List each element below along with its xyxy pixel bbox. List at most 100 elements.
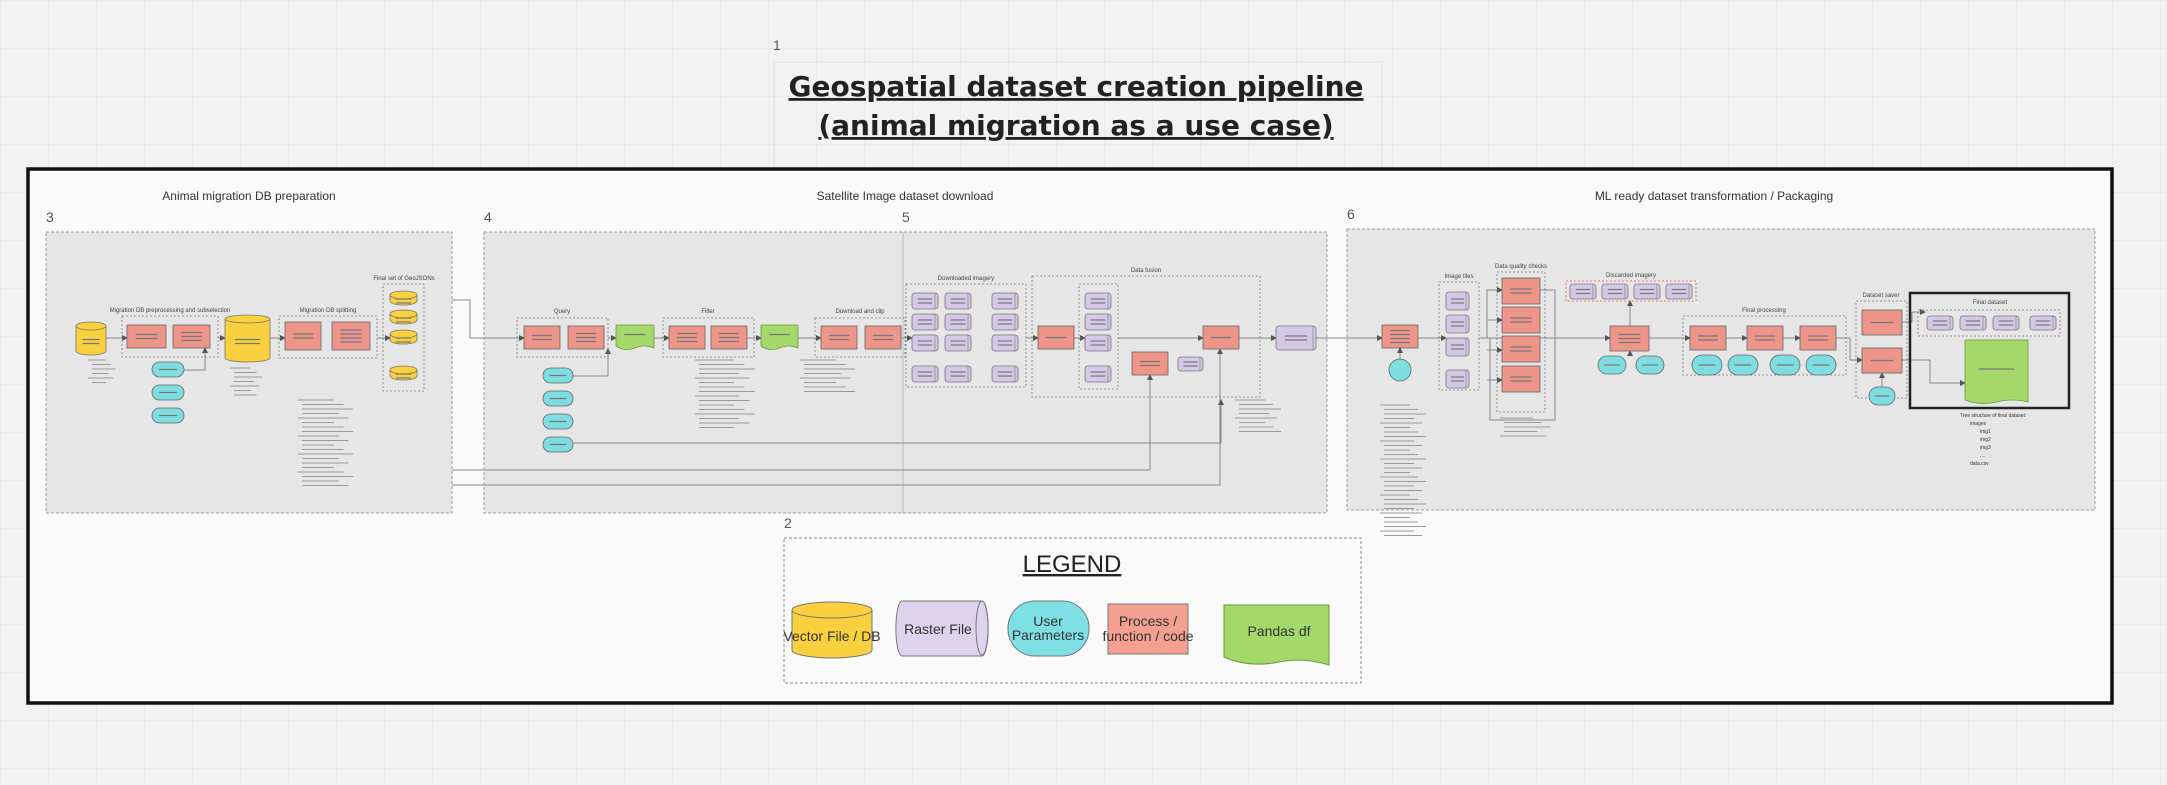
title-frame[interactable]: 1 Geospatial dataset creation pipeline (… bbox=[773, 37, 1383, 170]
process-node bbox=[1799, 325, 1837, 351]
connector bbox=[184, 347, 208, 371]
connector bbox=[452, 348, 1223, 486]
raster-file-node bbox=[1445, 369, 1470, 389]
raster-file-node bbox=[1959, 315, 1987, 331]
tree-item: data.csv bbox=[1970, 461, 1989, 467]
raster-file-node bbox=[1445, 314, 1470, 334]
vector-file-top bbox=[389, 365, 418, 375]
connector bbox=[1902, 359, 1966, 386]
process-node bbox=[523, 325, 561, 350]
group-label: Discarded imagery bbox=[1606, 273, 1656, 279]
group-label: Downloaded imagery bbox=[938, 276, 994, 282]
raster-file-node bbox=[1569, 283, 1597, 300]
section-3-title: Animal migration DB preparation bbox=[162, 189, 335, 203]
process-node bbox=[1501, 277, 1541, 305]
vector-file-top bbox=[224, 314, 271, 324]
group-frame bbox=[382, 283, 425, 392]
process-node bbox=[1746, 325, 1784, 351]
group-frame bbox=[905, 283, 1027, 388]
tree-item: .... bbox=[1980, 453, 1986, 459]
process-node bbox=[331, 321, 371, 351]
process-node bbox=[1381, 324, 1419, 349]
legend-label: function / code bbox=[1102, 628, 1193, 644]
group-frame bbox=[516, 317, 609, 358]
process-node bbox=[864, 325, 902, 350]
raster-file-node bbox=[1445, 337, 1470, 357]
process-node bbox=[1609, 325, 1650, 352]
vector-file-top bbox=[389, 290, 418, 300]
section-4-number: 4 bbox=[484, 209, 492, 225]
group-frame bbox=[1031, 275, 1261, 398]
process-node bbox=[820, 325, 858, 350]
section-6-title: ML ready dataset transformation / Packag… bbox=[1595, 189, 1833, 203]
section-4-title: Satellite Image dataset download bbox=[817, 189, 994, 203]
group-label: Final dataset bbox=[1973, 300, 2008, 306]
group-label: Migration DB splitting bbox=[300, 308, 357, 314]
connector bbox=[573, 348, 611, 377]
section-4-frame[interactable] bbox=[483, 231, 1328, 514]
legend-process: Process / function / code bbox=[1102, 603, 1194, 655]
vector-file-node bbox=[75, 326, 107, 356]
raster-file-node bbox=[944, 334, 972, 352]
raster-file-node bbox=[944, 313, 972, 331]
tree-heading: Tree structure of final dataset: bbox=[1960, 413, 2026, 419]
raster-file-node bbox=[944, 292, 972, 310]
group-label: Filter bbox=[701, 309, 714, 315]
group-frame bbox=[814, 317, 906, 358]
raster-file-node bbox=[1084, 292, 1112, 310]
frame-number: 1 bbox=[773, 37, 781, 53]
raster-file-node bbox=[911, 365, 939, 383]
raster-file-node bbox=[991, 313, 1019, 331]
pandas-df-node bbox=[1964, 339, 2029, 404]
connector bbox=[573, 399, 1224, 444]
legend-vector-file: Vector File / DB bbox=[783, 601, 881, 659]
connector bbox=[452, 374, 1153, 471]
raster-file-node bbox=[2029, 315, 2057, 331]
group-frame bbox=[1565, 280, 1697, 302]
process-node bbox=[284, 321, 322, 351]
raster-file-node bbox=[1665, 283, 1693, 300]
group-frame bbox=[1682, 315, 1847, 376]
tree-item: img2 bbox=[1980, 437, 1991, 443]
tree-item: img1 bbox=[1980, 429, 1991, 435]
section-5-number: 5 bbox=[902, 209, 910, 225]
legend-raster-file: Raster File bbox=[895, 600, 989, 657]
group-frame bbox=[121, 315, 219, 358]
raster-file-node bbox=[1084, 334, 1112, 352]
process-node bbox=[1689, 325, 1727, 351]
raster-file-node bbox=[1177, 356, 1204, 372]
process-node bbox=[1501, 335, 1541, 363]
legend-number: 2 bbox=[784, 515, 792, 531]
process-node bbox=[1501, 306, 1541, 334]
raster-file-node bbox=[911, 334, 939, 352]
tree-structure: Tree structure of final dataset: images … bbox=[1960, 413, 2026, 467]
raster-file-node bbox=[911, 313, 939, 331]
group-frame bbox=[1496, 271, 1546, 413]
legend-label: Raster File bbox=[904, 621, 972, 637]
vector-file-top bbox=[75, 321, 107, 331]
group-frame bbox=[278, 315, 378, 359]
group-label: Migration DB preprocessing and subselect… bbox=[110, 308, 231, 314]
vector-file-node bbox=[224, 319, 271, 363]
raster-file-node bbox=[991, 334, 1019, 352]
group-label: Data fusion bbox=[1131, 268, 1161, 274]
vector-file-top bbox=[389, 329, 418, 339]
legend-title: LEGEND bbox=[1023, 551, 1122, 578]
raster-file-node bbox=[1445, 291, 1470, 311]
raster-file-node bbox=[1992, 315, 2020, 331]
legend-label: Process / bbox=[1119, 613, 1177, 629]
pandas-df-node bbox=[615, 324, 655, 350]
group-label: Dataset saver bbox=[1862, 293, 1899, 299]
raster-file-node bbox=[991, 365, 1019, 383]
group-label: Final processing bbox=[1742, 308, 1786, 314]
legend[interactable]: 2 LEGEND Vector File / DB Raster File Us… bbox=[783, 515, 1362, 684]
tree-item: images bbox=[1970, 421, 1987, 427]
process-node bbox=[1131, 351, 1169, 376]
connector bbox=[452, 299, 525, 341]
raster-file-node bbox=[1926, 315, 1954, 331]
raster-file-node bbox=[1601, 283, 1629, 300]
section-3-number: 3 bbox=[46, 209, 54, 225]
raster-file-node bbox=[991, 292, 1019, 310]
pandas-df-node bbox=[760, 324, 799, 350]
